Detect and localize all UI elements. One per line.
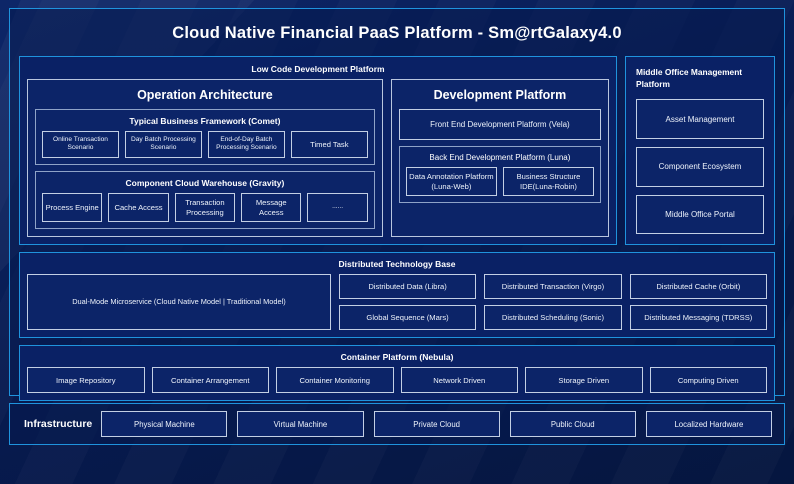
chip-physical-machine[interactable]: Physical Machine xyxy=(101,411,228,437)
chip-virtual-machine[interactable]: Virtual Machine xyxy=(237,411,364,437)
chip-cache-access[interactable]: Cache Access xyxy=(108,192,169,223)
chip-front-end-development-platform[interactable]: Front End Development Platform (Vela) xyxy=(398,109,601,140)
middle-office-items: Asset Management Component Ecosystem Mid… xyxy=(636,99,764,235)
middle-office-title: Middle Office Management Platform xyxy=(636,67,743,90)
chip-computing-driven[interactable]: Computing Driven xyxy=(649,367,767,394)
infrastructure-label: Infrastructure xyxy=(24,418,93,430)
low-code-columns: Operation Architecture Typical Business … xyxy=(27,79,609,238)
chip-process-engine[interactable]: Process Engine xyxy=(42,192,103,223)
platform-body: Low Code Development Platform Operation … xyxy=(10,56,784,410)
chip-business-structure-ide[interactable]: Business Structure IDE(Luna-Robin) xyxy=(502,167,595,197)
chip-timed-task[interactable]: Timed Task xyxy=(290,131,368,158)
chip-message-access[interactable]: Message Access xyxy=(241,192,302,223)
chip-global-sequence[interactable]: Global Sequence (Mars) xyxy=(338,305,477,331)
chip-distributed-data[interactable]: Distributed Data (Libra) xyxy=(338,274,477,300)
chip-localized-hardware[interactable]: Localized Hardware xyxy=(645,411,772,437)
card-development-platform: Development Platform Front End Developme… xyxy=(390,79,609,238)
container-platform-heading: Container Platform (Nebula) xyxy=(340,352,454,363)
chip-container-arrangement[interactable]: Container Arrangement xyxy=(151,367,269,394)
chip-end-of-day-batch-processing-scenario[interactable]: End-of-Day Batch Processing Scenario xyxy=(207,131,285,158)
chip-transaction-processing[interactable]: Transaction Processing xyxy=(174,192,236,223)
dtb-column-2: Distributed Transaction (Virgo) Distribu… xyxy=(484,274,622,331)
section-infrastructure: Infrastructure Physical Machine Virtual … xyxy=(9,403,785,445)
low-code-heading: Low Code Development Platform xyxy=(251,64,385,74)
development-platform-title: Development Platform xyxy=(433,88,567,102)
dtb-column-1: Distributed Data (Libra) Global Sequence… xyxy=(338,274,477,331)
chip-network-driven[interactable]: Network Driven xyxy=(400,367,518,394)
block-typical-business-framework: Typical Business Framework (Comet) Onlin… xyxy=(35,109,375,165)
operation-architecture-title: Operation Architecture xyxy=(137,88,273,102)
section-distributed-technology-base: Distributed Technology Base Dual-Mode Mi… xyxy=(19,252,775,339)
platform-card: Cloud Native Financial PaaS Platform - S… xyxy=(9,8,785,402)
chip-asset-management[interactable]: Asset Management xyxy=(636,99,764,140)
infrastructure-items: Physical Machine Virtual Machine Private… xyxy=(101,411,772,437)
component-cloud-warehouse-title: Component Cloud Warehouse (Gravity) xyxy=(125,177,285,188)
chip-private-cloud[interactable]: Private Cloud xyxy=(373,411,500,437)
chip-storage-driven[interactable]: Storage Driven xyxy=(525,367,643,394)
typical-business-framework-items: Online Transaction Scenario Day Batch Pr… xyxy=(42,131,368,158)
chip-online-transaction-scenario[interactable]: Online Transaction Scenario xyxy=(42,131,119,158)
row-low-code-and-middle-office: Low Code Development Platform Operation … xyxy=(19,56,775,246)
chip-public-cloud[interactable]: Public Cloud xyxy=(509,411,636,437)
section-low-code-development-platform: Low Code Development Platform Operation … xyxy=(19,56,617,246)
distributed-technology-base-grid: Dual-Mode Microservice (Cloud Native Mod… xyxy=(27,274,767,331)
section-container-platform: Container Platform (Nebula) Image Reposi… xyxy=(19,345,775,402)
block-component-cloud-warehouse: Component Cloud Warehouse (Gravity) Proc… xyxy=(35,170,375,230)
chip-day-batch-processing-scenario[interactable]: Day Batch Processing Scenario xyxy=(124,131,202,158)
back-end-development-platform-title: Back End Development Platform (Luna) xyxy=(429,153,571,162)
chip-data-annotation-platform[interactable]: Data Annotation Platform (Luna-Web) xyxy=(405,167,497,197)
chip-distributed-cache[interactable]: Distributed Cache (Orbit) xyxy=(629,274,767,300)
typical-business-framework-title: Typical Business Framework (Comet) xyxy=(129,116,281,126)
chip-more-ellipsis[interactable]: ...... xyxy=(307,192,368,223)
distributed-technology-base-heading: Distributed Technology Base xyxy=(338,259,456,270)
chip-dual-mode-microservice[interactable]: Dual-Mode Microservice (Cloud Native Mod… xyxy=(27,274,331,331)
chip-image-repository[interactable]: Image Repository xyxy=(27,367,145,394)
component-cloud-warehouse-items: Process Engine Cache Access Transaction … xyxy=(42,192,368,223)
chip-component-ecosystem[interactable]: Component Ecosystem xyxy=(636,147,764,187)
chip-distributed-scheduling[interactable]: Distributed Scheduling (Sonic) xyxy=(484,305,622,331)
dtb-column-3: Distributed Cache (Orbit) Distributed Me… xyxy=(629,274,767,331)
chip-distributed-transaction[interactable]: Distributed Transaction (Virgo) xyxy=(484,274,622,300)
chip-middle-office-portal[interactable]: Middle Office Portal xyxy=(636,194,764,235)
back-end-items: Data Annotation Platform (Luna-Web) Busi… xyxy=(405,167,595,197)
section-middle-office-management-platform: Middle Office Management Platform Asset … xyxy=(625,56,775,246)
chip-container-monitoring[interactable]: Container Monitoring xyxy=(276,367,394,394)
block-back-end-development-platform: Back End Development Platform (Luna) Dat… xyxy=(398,146,601,204)
page-title: Cloud Native Financial PaaS Platform - S… xyxy=(172,24,622,42)
container-platform-items: Image Repository Container Arrangement C… xyxy=(27,367,767,394)
card-operation-architecture: Operation Architecture Typical Business … xyxy=(27,79,383,238)
chip-distributed-messaging[interactable]: Distributed Messaging (TDRSS) xyxy=(629,305,767,331)
